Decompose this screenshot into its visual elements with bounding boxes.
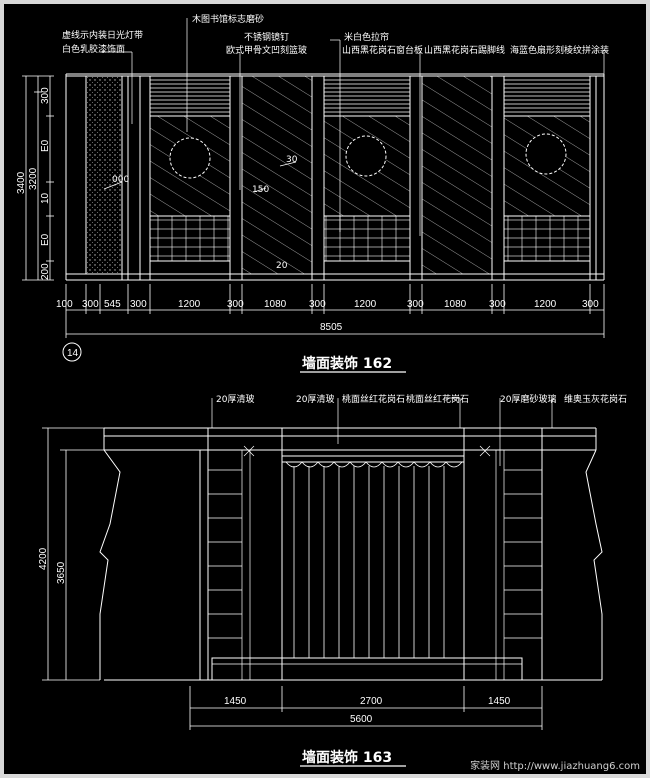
elevation-162-labels: 虚线示内装日光灯带 白色乳胶漆饰面 木图书馆标志磨砂 不锈钢镜钉 欧式甲骨文凹刻… (16, 13, 609, 372)
drawing-title-163: 墙面装饰 163 (302, 749, 392, 766)
dim-left-4200: 4200 (38, 547, 49, 570)
dim-left-300: 300 (40, 87, 51, 104)
label-white-latex: 白色乳胶漆饰面 (62, 43, 125, 55)
dim-bottom-100: 100 (56, 299, 73, 310)
dim-bottom-total: 8505 (320, 322, 343, 333)
watermark: 家装网 http://www.jiazhuang6.com (464, 760, 646, 774)
cad-canvas: 虚线示内装日光灯带 白色乳胶漆饰面 木图书馆标志磨砂 不锈钢镜钉 欧式甲骨文凹刻… (16, 13, 627, 767)
label-steel-mirror-nail: 不锈钢镜钉 (244, 31, 289, 43)
window-panel-1 (149, 79, 231, 262)
label-grey-granite: 维奥玉灰花岗石 (564, 393, 627, 405)
elevation-162 (22, 18, 605, 373)
dim-left-3200: 3200 (28, 167, 39, 190)
dim-bottom-545: 545 (104, 299, 121, 310)
dim-bottom-2700: 2700 (360, 696, 383, 707)
label-window-sill: 山西黑花岗石窗台板 (342, 44, 423, 56)
dim-left-e0-b: E0 (40, 233, 51, 246)
callout-30: 30 (286, 155, 298, 165)
dim-bottom-1200b: 1200 (354, 299, 377, 310)
dim-bottom-300a: 300 (82, 299, 99, 310)
dim-bottom-5600: 5600 (350, 714, 373, 725)
label-blue-paint: 海蓝色扇形刻棱纹拼涂装 (510, 44, 609, 56)
window-panel-2 (323, 79, 411, 262)
dim-bottom-1080a: 1080 (264, 299, 287, 310)
mirror-panel-1 (241, 75, 313, 275)
label-clear-glass-a: 20厚清玻 (216, 393, 254, 405)
dim-left-10: 10 (40, 192, 51, 204)
label-red-granite-a: 桃面丝红花岗石 (342, 393, 405, 405)
label-red-granite-b: 桃面丝红花岗石 (406, 393, 469, 405)
dim-bottom-300c: 300 (227, 299, 244, 310)
window-panel-3 (503, 79, 591, 262)
dim-bottom-300d: 300 (309, 299, 326, 310)
dim-bottom-1080b: 1080 (444, 299, 467, 310)
label-library-logo: 木图书馆标志磨砂 (192, 13, 264, 25)
sheet-marker (62, 342, 82, 362)
dim-left-3400: 3400 (16, 171, 27, 194)
dim-bottom-300e: 300 (407, 299, 424, 310)
dim-bottom-1200a: 1200 (178, 299, 201, 310)
label-curtain: 米白色拉帘 (344, 31, 389, 43)
label-skirting: 山西黑花岗石踢脚线 (424, 44, 505, 56)
label-oracle-glass: 欧式甲骨文凹刻篮玻 (226, 44, 307, 56)
cad-drawing-sheet: 虚线示内装日光灯带 白色乳胶漆饰面 木图书馆标志磨砂 不锈钢镜钉 欧式甲骨文凹刻… (4, 4, 646, 774)
mirror-panel-2 (421, 75, 493, 275)
dim-left-3650: 3650 (56, 561, 67, 584)
dim-bottom-1200c: 1200 (534, 299, 557, 310)
callout-20: 20 (276, 261, 288, 271)
label-light-strip: 虚线示内装日光灯带 (62, 29, 143, 41)
dim-bottom-300b: 300 (130, 299, 147, 310)
label-clear-glass-b: 20厚清玻 (296, 393, 334, 405)
dim-bottom-1450b: 1450 (488, 696, 511, 707)
callout-000: 000 (112, 175, 129, 185)
drawing-title-162: 墙面装饰 162 (302, 355, 392, 372)
dim-bottom-300f: 300 (489, 299, 506, 310)
dim-left-200: 200 (40, 263, 51, 280)
dim-left-e0-a: E0 (40, 139, 51, 152)
callout-150: 150 (252, 185, 269, 195)
label-frosted-glass: 20厚磨砂玻璃 (500, 393, 556, 405)
elevation-163 (42, 397, 603, 767)
elevation-163-labels: 20厚清玻 20厚清玻 桃面丝红花岗石 桃面丝红花岗石 20厚磨砂玻璃 维奥玉灰… (38, 393, 627, 766)
dim-bottom-300g: 300 (582, 299, 599, 310)
dim-bottom-1450a: 1450 (224, 696, 247, 707)
sheet-marker-number: 14 (67, 348, 79, 359)
